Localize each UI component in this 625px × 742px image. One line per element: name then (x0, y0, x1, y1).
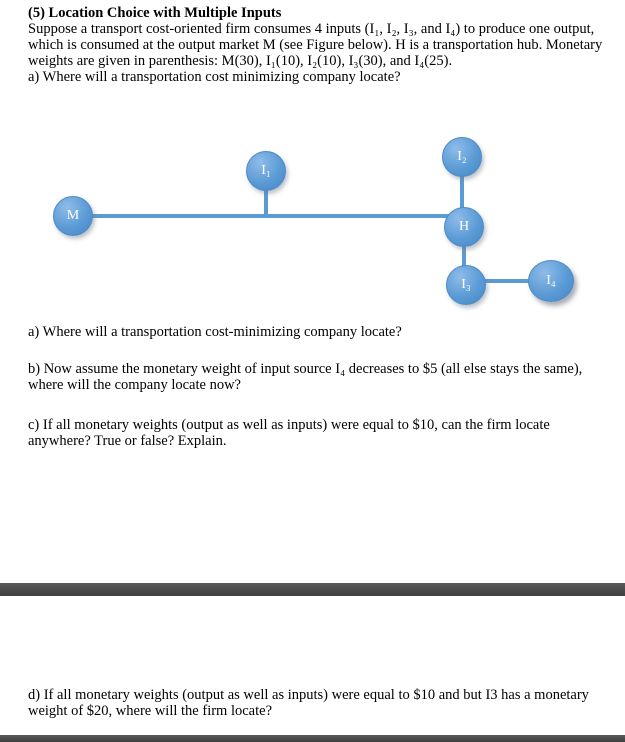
page-separator-bottom (0, 735, 625, 742)
question-b-block: b) Now assume the monetary weight of inp… (28, 361, 603, 393)
node-i4: I₄ (528, 260, 574, 302)
edge-i1-main (264, 171, 268, 218)
node-i3-label: I₃ (461, 277, 471, 292)
question-a-block: a) Where will a transportation cost-mini… (28, 324, 603, 340)
node-m: M (53, 196, 93, 236)
node-h-label: H (458, 219, 470, 234)
node-i2-label: I₂ (457, 149, 467, 164)
page-separator-top (0, 583, 625, 596)
node-i1: I₁ (246, 151, 286, 191)
node-m-label: M (66, 208, 80, 223)
question-a-text: a) Where will a transportation cost-mini… (28, 324, 402, 340)
question-5-title: (5) Location Choice with Multiple Inputs (28, 5, 282, 21)
location-network-diagram: M I₁ I₂ H I₃ I₄ (0, 130, 625, 325)
question-5-block: (5) Location Choice with Multiple Inputs… (28, 5, 603, 85)
question-c-text: c) If all monetary weights (output as we… (28, 417, 550, 449)
node-i1-label: I₁ (261, 163, 271, 178)
question-a-first-line: a) Where will a transportation cost mini… (28, 69, 401, 85)
node-h: H (444, 207, 484, 247)
node-i2: I₂ (442, 137, 482, 177)
node-i3: I₃ (446, 265, 486, 305)
question-d-block: d) If all monetary weights (output as we… (28, 687, 603, 719)
edge-m-h (73, 214, 464, 218)
question-d-text: d) If all monetary weights (output as we… (28, 687, 589, 719)
node-i4-label: I₄ (546, 273, 556, 288)
question-c-block: c) If all monetary weights (output as we… (28, 417, 603, 449)
edge-i2-h (460, 157, 464, 227)
edge-i3-i4 (466, 279, 551, 283)
question-b-text: b) Now assume the monetary weight of inp… (28, 361, 583, 393)
question-5-intro: Suppose a transport cost-oriented firm c… (28, 21, 603, 69)
edge-h-i3 (462, 227, 466, 285)
